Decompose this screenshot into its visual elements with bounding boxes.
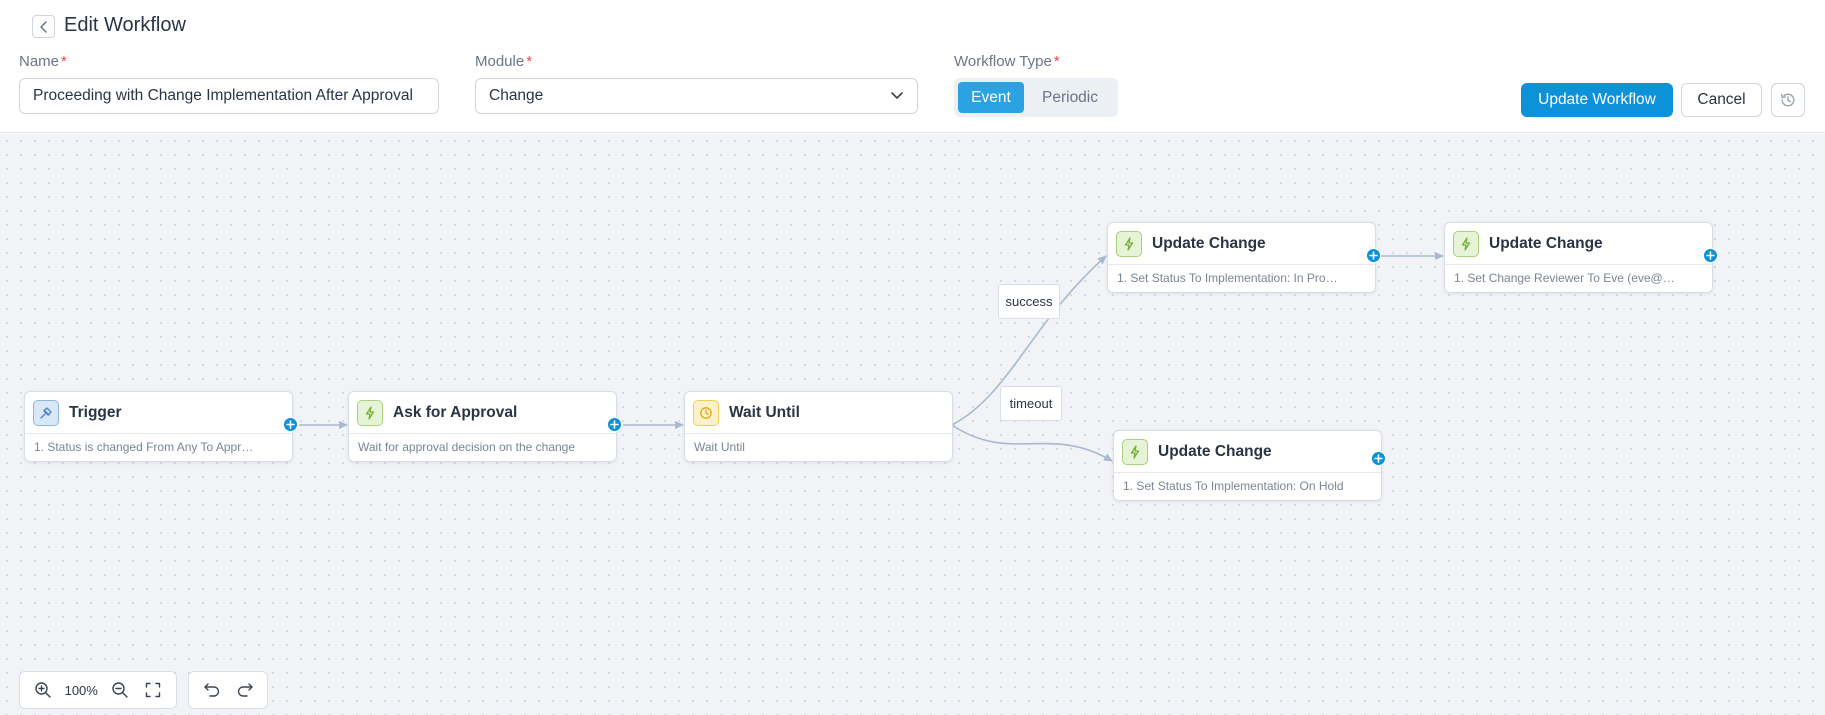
workflow-type-toggle: Event Periodic xyxy=(954,78,1118,117)
lightning-icon xyxy=(1453,230,1479,257)
workflow-node-ask-approval[interactable]: Ask for Approval Wait for approval decis… xyxy=(348,391,617,462)
workflow-edges xyxy=(299,252,1444,462)
name-label: Name* xyxy=(19,53,67,70)
node-description: 1. Set Change Reviewer To Eve (eve@...) xyxy=(1454,271,1675,285)
update-workflow-button[interactable]: Update Workflow xyxy=(1521,83,1673,117)
workflow-node-update-change[interactable]: Update Change 1. Set Change Reviewer To … xyxy=(1444,222,1713,293)
zoom-controls: 100% xyxy=(19,671,177,709)
node-title: Trigger xyxy=(69,403,122,421)
edge-label-timeout: timeout xyxy=(1000,386,1062,421)
chevron-left-icon xyxy=(39,20,47,33)
node-title: Update Change xyxy=(1152,234,1266,252)
trigger-icon xyxy=(33,399,59,426)
required-mark: * xyxy=(526,53,533,70)
lightning-icon xyxy=(1116,230,1142,257)
node-description: Wait Until xyxy=(694,440,745,454)
module-select[interactable]: Change xyxy=(475,78,918,114)
type-option-periodic[interactable]: Periodic xyxy=(1042,88,1098,106)
required-mark: * xyxy=(61,53,67,70)
edge-wait-update1 xyxy=(951,255,1107,426)
lightning-icon xyxy=(1122,438,1148,465)
plus-icon xyxy=(1706,251,1715,260)
name-input[interactable] xyxy=(19,78,439,114)
add-step-button[interactable] xyxy=(283,417,298,432)
zoom-level: 100% xyxy=(64,682,98,698)
type-option-event[interactable]: Event xyxy=(958,82,1024,113)
workflow-node-trigger[interactable]: Trigger 1. Status is changed From Any To… xyxy=(24,391,293,462)
node-title: Update Change xyxy=(1158,442,1272,460)
node-title: Wait Until xyxy=(729,403,800,421)
required-mark: * xyxy=(1053,53,1060,70)
module-value: Change xyxy=(489,87,544,104)
add-step-button[interactable] xyxy=(1703,248,1718,263)
workflow-node-wait-until[interactable]: Wait Until Wait Until xyxy=(684,391,953,462)
zoom-out-button[interactable] xyxy=(103,675,137,705)
undo-button[interactable] xyxy=(197,675,227,705)
plus-icon xyxy=(286,420,295,429)
workflow-node-update-change[interactable]: Update Change 1. Set Status To Implement… xyxy=(1107,222,1376,293)
edge-wait-update3 xyxy=(951,424,1113,462)
edge-label-success: success xyxy=(998,284,1060,319)
page-title: Edit Workflow xyxy=(64,14,186,36)
zoom-in-icon xyxy=(35,682,51,698)
fullscreen-icon xyxy=(146,682,161,698)
node-title: Ask for Approval xyxy=(393,403,518,421)
add-step-button[interactable] xyxy=(607,417,622,432)
clock-icon xyxy=(693,399,719,426)
node-description: 1. Set Status To Implementation: On Hold xyxy=(1123,479,1344,493)
workflow-canvas[interactable]: Trigger 1. Status is changed From Any To… xyxy=(0,134,1825,715)
add-step-button[interactable] xyxy=(1366,248,1381,263)
undo-redo-controls xyxy=(188,671,268,709)
add-step-button[interactable] xyxy=(1371,451,1386,466)
undo-icon xyxy=(203,683,219,697)
back-button[interactable] xyxy=(32,15,55,38)
plus-icon xyxy=(1369,251,1378,260)
workflow-type-label: Workflow Type* xyxy=(954,53,1060,70)
workflow-header: Edit Workflow Name* Module* Change Workf… xyxy=(0,0,1825,133)
node-description: 1. Set Status To Implementation: In Prog… xyxy=(1117,271,1338,285)
chevron-down-icon xyxy=(891,92,903,99)
history-button[interactable] xyxy=(1771,83,1805,117)
zoom-out-icon xyxy=(111,682,128,698)
plus-icon xyxy=(1374,454,1383,463)
node-description: 1. Status is changed From Any To Approve… xyxy=(34,440,255,454)
module-label: Module* xyxy=(475,53,533,70)
fit-view-button[interactable] xyxy=(136,675,170,705)
redo-button[interactable] xyxy=(230,675,260,705)
redo-icon xyxy=(237,683,253,697)
node-title: Update Change xyxy=(1489,234,1603,252)
workflow-node-update-change[interactable]: Update Change 1. Set Status To Implement… xyxy=(1113,430,1382,501)
cancel-button[interactable]: Cancel xyxy=(1681,83,1762,117)
lightning-icon xyxy=(357,399,383,426)
plus-icon xyxy=(610,420,619,429)
history-icon xyxy=(1780,93,1795,107)
node-description: Wait for approval decision on the change xyxy=(358,440,576,454)
zoom-in-button[interactable] xyxy=(26,675,60,705)
